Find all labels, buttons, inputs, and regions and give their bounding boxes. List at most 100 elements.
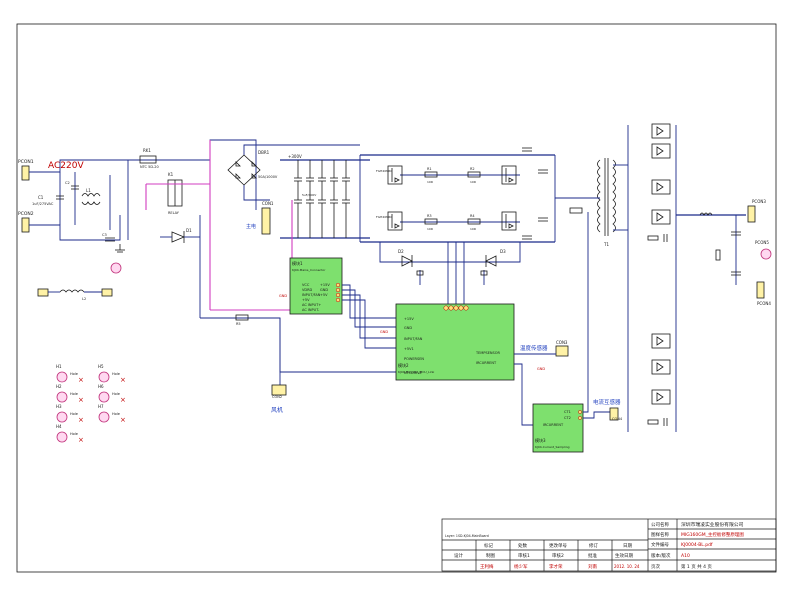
svg-text:R2: R2: [470, 167, 475, 171]
ac-voltage-label: AC220V: [48, 161, 84, 171]
svg-text:L2: L2: [82, 297, 86, 301]
svg-text:Hole: Hole: [70, 432, 78, 436]
output-diode-7: [651, 389, 671, 405]
svg-text:×: ×: [120, 396, 126, 404]
svg-text:C3: C3: [102, 233, 107, 237]
fan-connector-con2[interactable]: CON2: [271, 384, 287, 399]
svg-text:RELAY: RELAY: [168, 211, 180, 215]
svg-text:C1: C1: [38, 195, 44, 200]
svg-text:H5: H5: [98, 364, 104, 369]
input-connector-pcon2[interactable]: PCON2: [18, 211, 34, 233]
svg-text:Hole: Hole: [112, 372, 120, 376]
svg-text:CT2: CT2: [564, 416, 571, 420]
output-diode-4: [651, 209, 671, 225]
gate-resistor-r3: R3 10R: [424, 214, 438, 231]
svg-text:50A/1000V: 50A/1000V: [258, 175, 278, 179]
svg-text:MIG160GM_主控板修整原理图: MIG160GM_主控板修整原理图: [681, 531, 744, 538]
output-hole-icon: [760, 248, 772, 260]
svg-text:KJ04-MainCtrl_MCU_Link: KJ04-MainCtrl_MCU_Link: [398, 370, 435, 374]
mounting-hole-h2: H2 Hole ×: [56, 384, 84, 404]
mounting-hole-icon: [110, 262, 122, 274]
svg-text:Hole: Hole: [112, 412, 120, 416]
connector-con4[interactable]: CON4: [609, 407, 623, 421]
svg-text:R4: R4: [470, 214, 475, 218]
svg-text:王利梅: 王利梅: [480, 563, 494, 570]
mounting-hole-h4: H4 Hole ×: [56, 424, 84, 444]
svg-text:H7: H7: [98, 404, 104, 409]
svg-text:D1: D1: [186, 228, 192, 233]
module-3-current-sampling[interactable]: 模块3 KJ04-Current_Sampling IRCURRENT CT1 …: [532, 403, 584, 453]
svg-text:FGH40N60: FGH40N60: [376, 169, 392, 173]
gate-resistor-r4: R4 10R: [467, 214, 481, 231]
svg-text:标记: 标记: [484, 542, 493, 549]
svg-text:5uF/400V: 5uF/400V: [302, 193, 317, 197]
svg-text:版本/版次: 版本/版次: [651, 552, 671, 559]
connector-con1[interactable]: CON1: [261, 201, 274, 235]
gnd-label-2: GND: [380, 330, 388, 334]
relay-k1[interactable]: K1 RELAY: [167, 172, 183, 215]
output-diode-1: [651, 123, 671, 139]
svg-text:PCON1: PCON1: [18, 159, 34, 165]
svg-text:D2: D2: [398, 249, 404, 254]
svg-text:杨少军: 杨少军: [514, 563, 528, 570]
svg-text:CON4: CON4: [612, 417, 623, 421]
svg-text:+5V1: +5V1: [404, 347, 414, 351]
svg-text:模块1: 模块1: [292, 260, 303, 266]
svg-text:日期: 日期: [623, 543, 632, 549]
svg-text:GND: GND: [320, 288, 328, 292]
svg-text:PCON2: PCON2: [18, 211, 34, 217]
svg-text:IRCURRENT: IRCURRENT: [476, 361, 497, 365]
gnd-label-3: GND: [537, 367, 545, 371]
svg-text:AC INPUT-: AC INPUT-: [302, 308, 320, 312]
choke-l1: L1: [81, 188, 101, 205]
svg-text:PCON5: PCON5: [755, 240, 769, 245]
capacitor-c2: C2: [65, 181, 79, 190]
svg-text:制图: 制图: [486, 552, 495, 559]
svg-text:VCC: VCC: [302, 283, 310, 287]
igbt-q2: FGH40N60: [376, 211, 403, 231]
snubber-caps: [522, 147, 548, 240]
svg-text:PCON4: PCON4: [757, 301, 771, 306]
svg-text:R5: R5: [236, 322, 241, 326]
svg-text:A10: A10: [681, 553, 690, 559]
transformer-t1: T1: [597, 158, 616, 247]
input-connector-pcon1[interactable]: PCON1: [18, 159, 34, 181]
svg-text:K1: K1: [168, 172, 174, 177]
module-1-power-supply[interactable]: 模块1 KJ04-Mains_Connector VCC VDRD INPUT/…: [289, 257, 343, 315]
svg-text:POWERSEN: POWERSEN: [404, 357, 424, 361]
gnd-label-1: GND: [279, 294, 287, 298]
svg-text:公司名称: 公司名称: [651, 521, 669, 528]
svg-text:CT1: CT1: [564, 410, 571, 414]
diode-d2: D2: [398, 249, 413, 267]
gate-resistor-r1: R1 10R: [424, 167, 438, 184]
mounting-hole-h7: H7 Hole ×: [98, 404, 126, 424]
svg-text:IRCURRENT: IRCURRENT: [543, 423, 564, 427]
output-connector-pcon3[interactable]: PCON3: [747, 199, 766, 223]
svg-text:审核2: 审核2: [552, 552, 564, 559]
current-sensor-label: 电流互感器: [593, 398, 621, 406]
mounting-hole-h1: H1 Hole ×: [56, 364, 84, 384]
svg-text:批准: 批准: [588, 552, 597, 559]
svg-text:Layer: 1SD-KJ04-MainBoard: Layer: 1SD-KJ04-MainBoard: [445, 534, 489, 538]
module-1-pin-headers: [335, 282, 341, 303]
mounting-hole-h5: H5 Hole ×: [98, 364, 126, 384]
output-diode-2: [651, 143, 671, 159]
svg-text:H4: H4: [56, 424, 62, 429]
svg-text:模块3: 模块3: [535, 437, 546, 443]
output-diode-5: [651, 333, 671, 349]
gate-resistor-r2: R2 10R: [467, 167, 481, 184]
mounting-hole-h3: H3 Hole ×: [56, 404, 84, 424]
connector-con3[interactable]: CON3: [555, 340, 569, 357]
igbt-q4: [501, 211, 517, 231]
svg-text:L1: L1: [86, 188, 91, 193]
svg-text:CON3: CON3: [556, 340, 568, 345]
bus-capacitor-bank: 5uF/400V: [294, 160, 350, 238]
svg-text:KJ04-Mains_Connector: KJ04-Mains_Connector: [292, 268, 326, 272]
svg-text:审核1: 审核1: [518, 552, 530, 559]
module-2-main-control[interactable]: 模块2 KJ04-MainCtrl_MCU_Link +15V GND INPU…: [395, 303, 515, 381]
svg-text:生效日期: 生效日期: [615, 552, 633, 559]
output-connector-pcon4[interactable]: PCON4: [756, 281, 771, 306]
svg-text:CON1: CON1: [262, 201, 274, 206]
svg-text:×: ×: [120, 416, 126, 424]
igbt-q3: [501, 165, 517, 185]
